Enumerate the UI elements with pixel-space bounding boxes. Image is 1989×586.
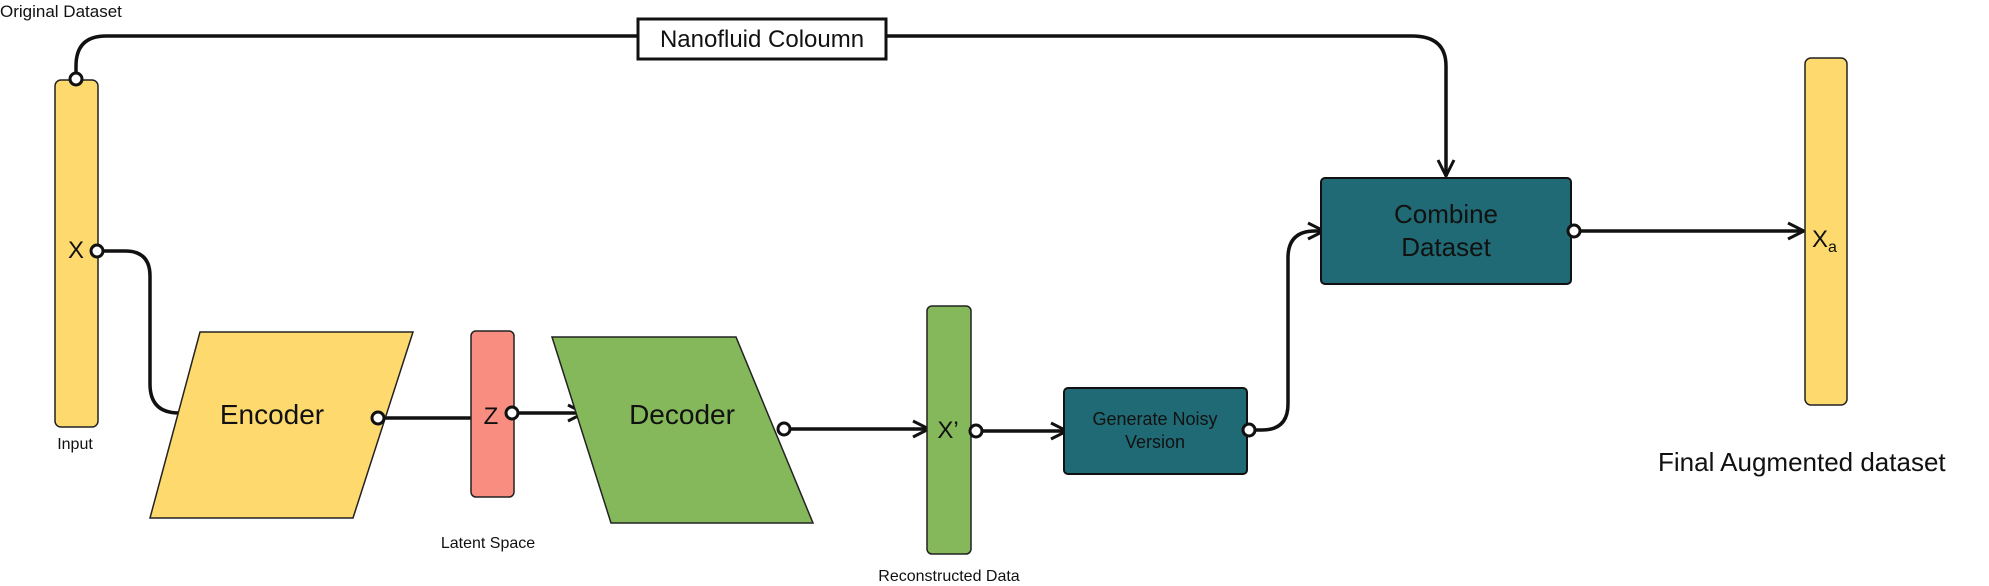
z-label: Z [484, 403, 499, 430]
augmented-output-column [1804, 57, 1848, 406]
connector-ports [68, 71, 1582, 439]
final-augmented-dataset-label: Final Augmented dataset [1658, 447, 1946, 477]
port-latent-out [504, 405, 520, 421]
x-label: X [68, 237, 84, 264]
port-reconstruction-out [968, 423, 984, 439]
xa-main: X [1812, 226, 1828, 253]
xa-subscript: a [1828, 239, 1837, 256]
latent-space-label: Latent Space [441, 535, 535, 552]
input-to-encoder-arrow [97, 249, 204, 413]
nanofluid-column-box [636, 17, 888, 61]
generate-noisy-label-line2: Version [1125, 432, 1185, 452]
port-input-top [68, 71, 84, 87]
combine-dataset-label-line2: Dataset [1401, 232, 1491, 262]
port-combine-out [1566, 223, 1582, 239]
port-decoder-out [776, 421, 792, 437]
input-label: Input [57, 436, 93, 453]
port-noisy-out [1241, 422, 1257, 438]
original-dataset-label: Original Dataset [0, 2, 122, 21]
noisy-to-combine-arrow [1254, 231, 1324, 432]
nanofluid-column-label: Nanofluid Coloumn [660, 26, 864, 53]
xa-label: Xa [1812, 226, 1837, 256]
decoder-label: Decoder [629, 399, 735, 430]
port-encoder-out [370, 410, 386, 426]
combine-dataset-block [1320, 177, 1572, 285]
decoder-block [550, 336, 815, 524]
encoder-label: Encoder [220, 399, 324, 430]
generate-noisy-version-block [1063, 387, 1248, 475]
encoder-block [149, 331, 415, 519]
x-prime-label: X’ [937, 417, 958, 444]
reconstructed-data-label: Reconstructed Data [878, 568, 1020, 585]
port-input-x [89, 243, 105, 259]
generate-noisy-label-line1: Generate Noisy [1092, 409, 1217, 429]
combine-dataset-label-line1: Combine [1394, 199, 1498, 229]
